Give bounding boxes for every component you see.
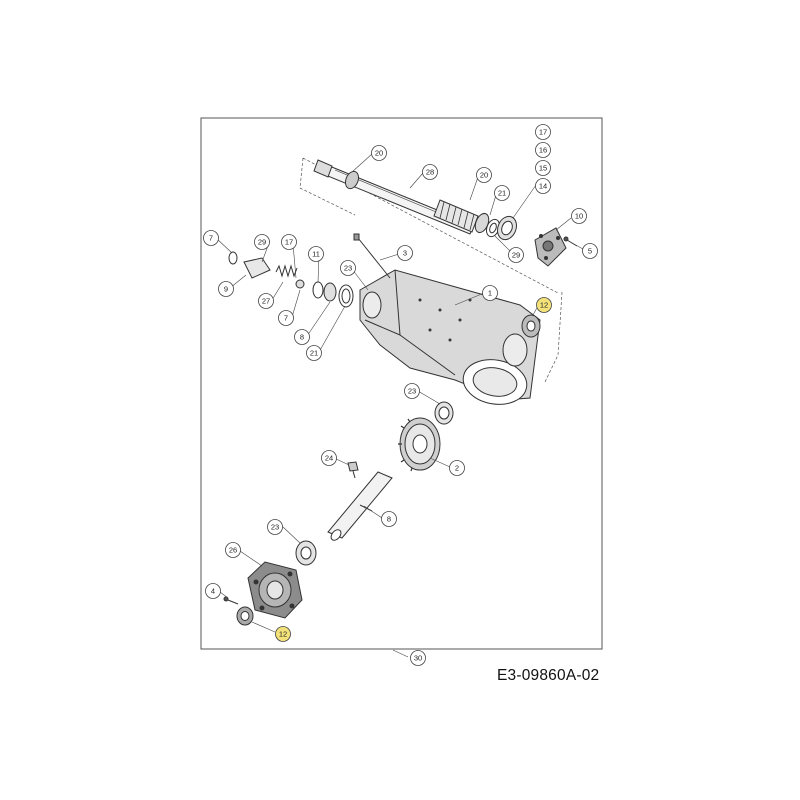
callout-16: 16 <box>535 142 551 158</box>
svg-text:26: 26 <box>229 546 237 555</box>
svg-text:23: 23 <box>344 264 352 273</box>
callout-7-bottom: 7 <box>278 310 294 326</box>
callout-5: 5 <box>582 243 598 259</box>
callout-27: 27 <box>258 293 274 309</box>
svg-text:21: 21 <box>498 189 506 198</box>
drive-shaft-28 <box>313 159 517 241</box>
svg-text:30: 30 <box>414 654 422 663</box>
callouts: 17 16 15 14 20 28 20 21 29 10 5 7 29 17 … <box>203 124 598 666</box>
svg-text:9: 9 <box>224 285 228 294</box>
callout-4: 4 <box>205 583 221 599</box>
svg-text:15: 15 <box>539 164 547 173</box>
svg-text:11: 11 <box>312 250 320 259</box>
callout-29-top: 29 <box>508 247 524 263</box>
callout-9: 9 <box>218 281 234 297</box>
svg-text:27: 27 <box>262 297 270 306</box>
callout-1: 1 <box>482 285 498 301</box>
svg-text:14: 14 <box>539 182 547 191</box>
svg-text:23: 23 <box>408 387 416 396</box>
svg-text:7: 7 <box>284 314 288 323</box>
svg-text:10: 10 <box>575 212 583 221</box>
svg-text:20: 20 <box>375 149 383 158</box>
svg-text:8: 8 <box>387 515 391 524</box>
callout-7-top: 7 <box>203 230 219 246</box>
callout-26: 26 <box>225 542 241 558</box>
svg-text:3: 3 <box>403 249 407 258</box>
svg-text:23: 23 <box>271 523 279 532</box>
callout-20-left: 20 <box>371 145 387 161</box>
svg-text:17: 17 <box>539 128 547 137</box>
diagram-frame <box>200 117 603 650</box>
bearing-23-upper <box>434 401 454 425</box>
callout-8-left: 8 <box>294 329 310 345</box>
bearing-23-lower <box>295 540 317 566</box>
callout-12-top: 12 <box>536 297 552 313</box>
seal-12-lower <box>236 606 254 626</box>
svg-text:12: 12 <box>279 630 287 639</box>
callout-23-bottom: 23 <box>267 519 283 535</box>
key-24 <box>347 461 359 479</box>
gear-2 <box>398 417 441 472</box>
callout-11: 11 <box>308 246 324 262</box>
screw-4 <box>223 596 239 605</box>
svg-text:16: 16 <box>539 146 547 155</box>
callout-14: 14 <box>535 178 551 194</box>
callout-23-middle: 23 <box>404 383 420 399</box>
svg-text:7: 7 <box>209 234 213 243</box>
axle-shaft-8 <box>327 471 393 541</box>
svg-text:29: 29 <box>512 251 520 260</box>
svg-text:24: 24 <box>325 454 333 463</box>
callout-28: 28 <box>422 164 438 180</box>
svg-text:8: 8 <box>300 333 304 342</box>
svg-text:28: 28 <box>426 168 434 177</box>
document-id: E3-09860A-02 <box>497 667 600 684</box>
svg-text:12: 12 <box>540 301 548 310</box>
callout-15: 15 <box>535 160 551 176</box>
callout-8-right: 8 <box>381 511 397 527</box>
cover-plate-10 <box>534 227 567 267</box>
assembly-group-outline <box>299 157 563 383</box>
callout-24: 24 <box>321 450 337 466</box>
svg-text:2: 2 <box>455 464 459 473</box>
callout-30: 30 <box>410 650 426 666</box>
svg-text:21: 21 <box>310 349 318 358</box>
svg-text:20: 20 <box>480 171 488 180</box>
callout-29-left: 29 <box>254 234 270 250</box>
callout-3: 3 <box>397 245 413 261</box>
svg-text:29: 29 <box>258 238 266 247</box>
callout-20-right: 20 <box>476 167 492 183</box>
callout-17-left: 17 <box>281 234 297 250</box>
callout-12-bottom: 12 <box>275 626 291 642</box>
callout-21-top: 21 <box>494 185 510 201</box>
end-cover-26 <box>247 561 303 619</box>
svg-text:4: 4 <box>211 587 215 596</box>
callout-2: 2 <box>449 460 465 476</box>
breather-rod-3 <box>353 233 391 279</box>
svg-text:1: 1 <box>488 289 492 298</box>
svg-text:17: 17 <box>285 238 293 247</box>
callout-17-top: 17 <box>535 124 551 140</box>
callout-21-left: 21 <box>306 345 322 361</box>
shift-assembly <box>228 251 354 308</box>
callout-10: 10 <box>571 208 587 224</box>
svg-text:5: 5 <box>588 247 592 256</box>
gear-housing-1 <box>359 269 541 405</box>
seal-12-upper <box>521 314 541 338</box>
callout-23-top: 23 <box>340 260 356 276</box>
